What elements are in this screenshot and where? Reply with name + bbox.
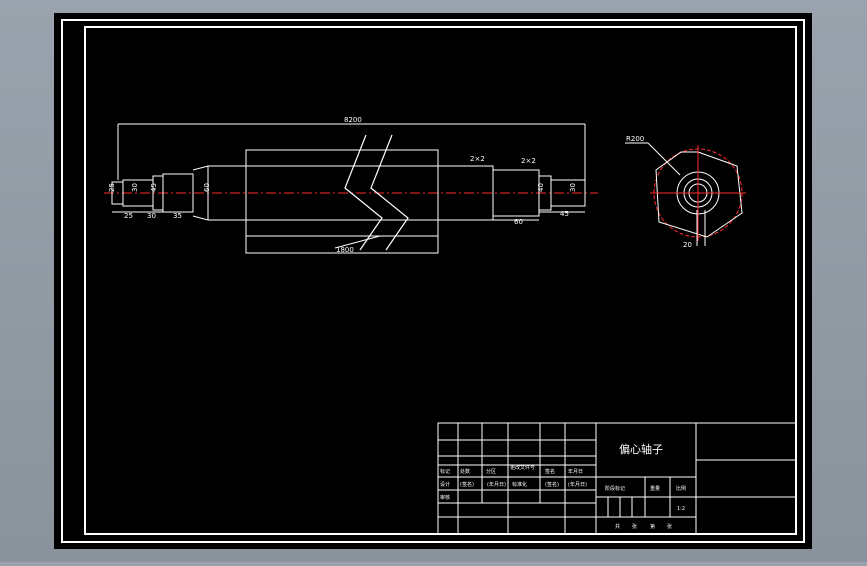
dim-dia-45: 45 [150,183,158,192]
leader-body [334,235,381,249]
rev-label-4: 签名 [545,468,555,475]
outer-frame [61,19,805,543]
scale-value: 1:2 [677,506,685,512]
break-line [344,134,383,251]
dim-dia-30-left: 30 [131,183,139,192]
review-label: 审核 [440,494,450,501]
rev-label-5: 年月日 [568,468,583,475]
design-label-3: 标准化 [512,481,527,488]
dim-side-20: 20 [683,241,692,249]
sheet-label-1: 张 [632,523,637,530]
radius-leader-2 [647,142,681,176]
dimension-labels: 8200 1800 2×2 2×2 25 30 45 60 40 30 25 3… [108,116,577,254]
shaft-end-view [625,142,746,246]
design-label-1: (签名) [460,481,474,488]
rev-label-2: 分区 [486,468,496,475]
dim-len-25: 25 [124,212,133,220]
dim-len-45: 45 [560,210,569,218]
design-label-0: 设计 [440,481,450,488]
drawing-sheet [54,13,812,549]
rev-label-1: 处数 [460,468,470,475]
sheet-label-2: 第 [650,523,655,530]
dim-overall: 8200 [344,116,362,124]
stage-label-1: 重量 [650,485,660,492]
dim-len-30: 30 [147,212,156,220]
sheet-label-0: 共 [615,523,620,530]
design-label-4: (签名) [545,481,559,488]
dim-dia-25: 25 [108,183,116,192]
break-line-2 [370,134,409,251]
design-label-5: (年月日) [568,481,587,488]
dim-dia-30-right: 30 [569,183,577,192]
dim-body: 1800 [336,246,354,254]
end-pentagon [655,151,743,238]
dim-radius: R200 [626,135,644,143]
dim-len-35: 35 [173,212,182,220]
dim-chamfer-right: 2×2 [521,157,536,165]
dim-dia-60: 60 [203,183,211,192]
shaft-front-view [104,123,598,254]
part-name: 偏心轴子 [619,442,663,456]
design-label-2: (年月日) [487,481,506,488]
dim-chamfer-left: 2×2 [470,155,485,163]
rev-label-0: 标记 [440,468,450,475]
stage-label-0: 阶段标记 [605,485,625,492]
title-block-frame [437,422,797,535]
title-block-text: 偏心轴子 标记 处数 分区 更改文件号 签名 年月日 设计 (签名) (年月日)… [440,442,686,530]
dim-dia-40: 40 [537,183,545,192]
rev-label-3: 更改文件号 [510,464,535,471]
sheet-label-3: 张 [667,523,672,530]
stage-label-2: 比例 [676,485,686,492]
title-block [437,422,797,535]
right-end-30 [550,179,586,207]
dim-len-60: 60 [514,218,523,226]
